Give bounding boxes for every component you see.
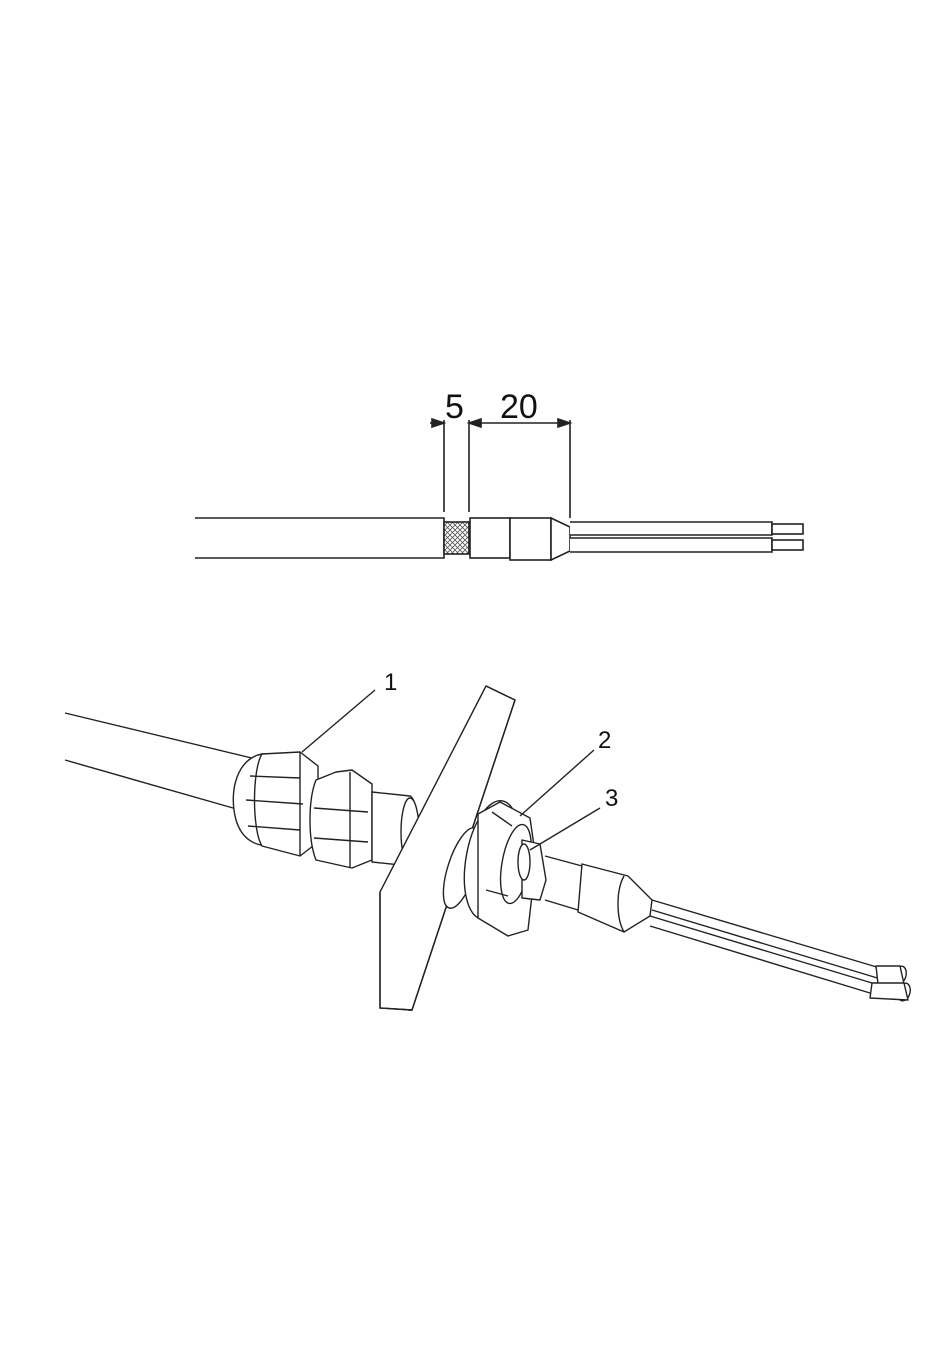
gland-assembly — [65, 686, 912, 1010]
callout-2: 2 — [598, 727, 611, 754]
conductor-tip-2-body — [870, 983, 908, 1000]
leader-line-2 — [520, 750, 594, 816]
sleeve-taper — [551, 518, 570, 560]
sleeve-right — [578, 864, 652, 932]
arrowhead-right — [558, 419, 570, 427]
dimension-label-20: 20 — [500, 388, 538, 426]
callout-1: 1 — [384, 669, 397, 696]
conductor-right-1 — [650, 900, 880, 983]
leader-line-1 — [302, 690, 375, 752]
arrowhead-mid — [469, 419, 481, 427]
inner-insulation — [470, 518, 510, 558]
cable-jacket — [195, 518, 444, 558]
conductor-tip-top — [772, 524, 803, 534]
conductor-top — [570, 522, 772, 535]
stripping-diagram — [195, 419, 803, 560]
cable-left — [65, 713, 260, 810]
body-hex-nut — [310, 770, 372, 868]
cable-right-outer — [545, 856, 582, 910]
leader-line-3 — [530, 808, 600, 850]
sleeve — [510, 518, 551, 560]
conductor-tip-1-body — [876, 966, 904, 984]
callout-3: 3 — [605, 785, 618, 812]
conductor-bottom — [570, 538, 772, 552]
braid-shield — [444, 522, 469, 554]
conductor-tip-bottom — [772, 540, 803, 550]
arrowhead-left — [432, 419, 444, 427]
dimension-label-5: 5 — [445, 388, 464, 426]
